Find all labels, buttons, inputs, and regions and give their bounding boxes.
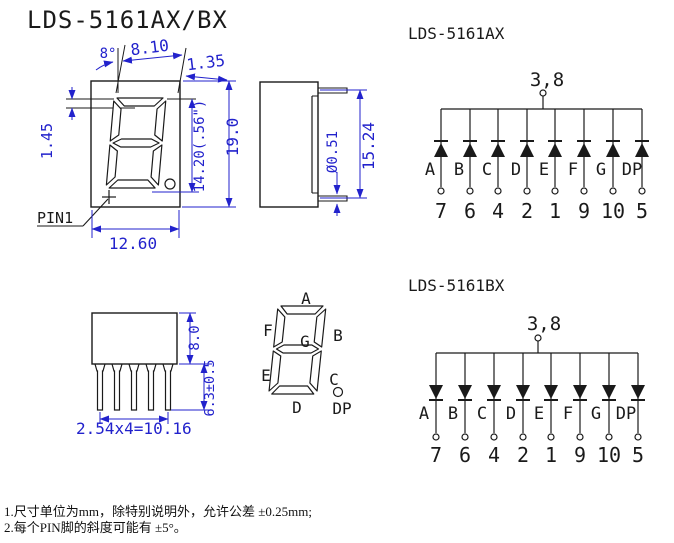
circuit-bx-pin: 4 xyxy=(488,443,500,467)
diode-icon xyxy=(576,140,592,158)
diode-icon xyxy=(428,384,444,401)
dim-top-width: 8.10 xyxy=(129,36,170,60)
segment-dp-circle xyxy=(332,386,344,398)
circuit-bx-pin: 5 xyxy=(632,443,644,467)
circuit-ax-common-node xyxy=(539,89,547,97)
circuit-ax-pin: 4 xyxy=(492,199,504,223)
circuit-ax-seg: A xyxy=(425,160,435,180)
diode-icon xyxy=(457,384,473,401)
seg-label-dp: DP xyxy=(332,399,351,418)
diode-icon xyxy=(433,140,449,158)
seg-label-b: B xyxy=(333,326,343,345)
diode-icon xyxy=(605,140,621,158)
dim-pin-pitch: 2.54x4=10.16 xyxy=(76,419,192,438)
circuit-ax-pin: 9 xyxy=(578,199,590,223)
diode-icon xyxy=(486,384,502,401)
dim-digit-height: 14.20(.56") xyxy=(192,100,208,193)
circuit-ax-seg: B xyxy=(454,160,464,180)
circuit-bx-common-node xyxy=(534,334,542,342)
dim-pin-spacing: 15.24 xyxy=(359,122,378,170)
circuit-bx-pin: 7 xyxy=(430,443,442,467)
dim-pin-length: 6.3±0.5 xyxy=(202,360,218,417)
dim-body-height: 19.0 xyxy=(223,118,242,157)
diode-icon xyxy=(601,384,617,401)
circuit-ax-seg: G xyxy=(596,160,606,180)
seg-label-g: G xyxy=(300,332,310,351)
circuit-ax: LDS-5161AX 3,8 A B C D E F xyxy=(408,24,650,223)
dim-pin-diameter: Ø0.51 xyxy=(325,131,341,173)
circuit-ax-pin: 6 xyxy=(464,199,476,223)
dim-body-depth: 8.0 xyxy=(187,325,203,350)
circuit-bx-common-label: 3,8 xyxy=(527,313,561,335)
circuit-bx-seg: C xyxy=(477,404,487,424)
front-dp-circle xyxy=(164,178,176,190)
circuit-ax-seg: D xyxy=(511,160,521,180)
diode-icon xyxy=(547,140,563,158)
diode-icon xyxy=(515,384,531,401)
segment-diagram: A F B G E C D DP xyxy=(261,289,351,418)
circuit-bx-seg: F xyxy=(563,404,573,424)
circuit-bx-pin: 2 xyxy=(517,443,529,467)
front-digit xyxy=(105,97,167,189)
circuit-ax-common-label: 3,8 xyxy=(530,69,564,91)
seg-label-d: D xyxy=(292,398,302,417)
diode-icon xyxy=(543,384,559,401)
circuit-ax-pin: 7 xyxy=(435,199,447,223)
circuit-ax-seg: DP xyxy=(622,160,642,180)
dim-body-width: 12.60 xyxy=(109,234,157,253)
note-line-1: 1.尺寸单位为mm，除特别说明外，允许公差 ±0.25mm; xyxy=(4,504,312,519)
circuit-bx-pin: 9 xyxy=(574,443,586,467)
seg-label-f: F xyxy=(263,321,273,340)
circuit-ax-pin: 2 xyxy=(521,199,533,223)
circuit-ax-pin: 5 xyxy=(636,199,648,223)
seg-label-e: E xyxy=(261,366,271,385)
bottom-view: 8.0 6.3±0.5 2.54x4=10.16 xyxy=(76,312,218,438)
front-view: PIN1 8° 8.10 1.35 xyxy=(37,36,242,253)
diode-icon xyxy=(634,140,650,158)
front-package-outline xyxy=(90,80,181,208)
seg-label-c: C xyxy=(329,370,339,389)
circuit-ax-pin: 10 xyxy=(601,199,625,223)
circuit-ax-title: LDS-5161AX xyxy=(408,24,505,43)
dim-angle: 8° xyxy=(100,46,117,62)
diode-icon xyxy=(490,140,506,158)
footnotes: 1.尺寸单位为mm，除特别说明外，允许公差 ±0.25mm; 2.每个PIN脚的… xyxy=(4,504,312,535)
circuit-bx-seg: A xyxy=(419,404,429,424)
circuit-bx-title: LDS-5161BX xyxy=(408,276,505,295)
circuit-bx-seg: G xyxy=(591,404,601,424)
circuit-bx-pin: 1 xyxy=(545,443,557,467)
circuit-bx-seg: D xyxy=(506,404,516,424)
dim-top-offset: 1.35 xyxy=(186,51,227,75)
circuit-bx-pin: 6 xyxy=(459,443,471,467)
side-body-outline xyxy=(259,81,319,208)
circuit-ax-seg: E xyxy=(539,160,549,180)
note-line-2: 2.每个PIN脚的斜度可能有 ±5°。 xyxy=(4,520,187,535)
pin1-label: PIN1 xyxy=(37,209,73,227)
circuit-ax-seg: C xyxy=(482,160,492,180)
diode-icon xyxy=(572,384,588,401)
diode-icon xyxy=(462,140,478,158)
bottom-body-outline xyxy=(91,312,178,365)
circuit-bx-seg: DP xyxy=(616,404,636,424)
side-view: Ø0.51 15.24 xyxy=(259,81,378,216)
circuit-bx: LDS-5161BX 3,8 A B C D E F xyxy=(408,276,646,467)
dim-seg-thickness: 1.45 xyxy=(38,123,56,159)
circuit-ax-pin: 1 xyxy=(549,199,561,223)
diode-icon xyxy=(519,140,535,158)
seg-label-a: A xyxy=(301,289,311,308)
page-title: LDS-5161AX/BX xyxy=(27,6,228,34)
segment-digit xyxy=(268,305,327,395)
diode-icon xyxy=(630,384,646,401)
circuit-ax-seg: F xyxy=(568,160,578,180)
circuit-bx-pin: 10 xyxy=(597,443,621,467)
circuit-bx-seg: E xyxy=(534,404,544,424)
circuit-bx-seg: B xyxy=(448,404,458,424)
